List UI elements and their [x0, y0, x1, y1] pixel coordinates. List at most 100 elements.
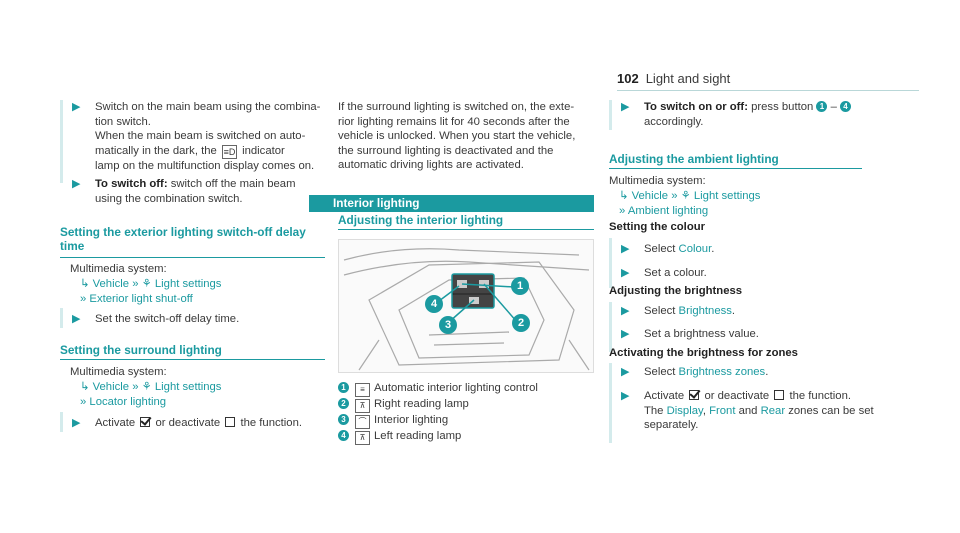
heading-line: time: [60, 239, 85, 253]
step-switch-off: To switch off: switch off the main beam …: [95, 177, 295, 206]
callout-number: 1: [511, 277, 529, 295]
step-arrow-icon: ▶: [72, 178, 81, 190]
section-banner-interior-lighting: Interior lighting: [309, 195, 594, 212]
menu-path: ↳ Vehicle » ⚘ Light settings: [80, 277, 221, 292]
return-arrow-icon: ↳: [80, 381, 90, 393]
link-exterior-shutoff[interactable]: Exterior light shut-off: [89, 293, 193, 305]
button-number: 4: [840, 101, 851, 112]
auto-light-icon: ≡: [355, 383, 370, 397]
menu-path: » Locator lighting: [80, 395, 166, 410]
subheading-colour: Setting the colour: [609, 221, 706, 233]
text-line: Switch on the main beam using the combin…: [95, 101, 321, 113]
link-brightness[interactable]: Brightness: [678, 305, 732, 317]
link-display[interactable]: Display: [666, 404, 703, 417]
heading-rule: [60, 359, 325, 360]
legend-text: Right reading lamp: [374, 398, 469, 410]
legend-item: 1≡Automatic interior lighting control: [338, 381, 598, 397]
link-vehicle[interactable]: Vehicle: [92, 381, 130, 393]
step-set-colour: Set a colour.: [644, 267, 707, 279]
light-settings-icon: ⚘: [141, 381, 152, 393]
heading-adjust-interior: Adjusting the interior lighting: [338, 213, 504, 227]
text-fragment: the function.: [240, 417, 302, 429]
double-chevron-icon: »: [671, 190, 681, 202]
double-chevron-icon: »: [132, 381, 142, 393]
text-fragment: matically in the dark, the: [95, 144, 217, 157]
step-arrow-icon: ▶: [621, 305, 630, 317]
reading-lamp-icon: ⊼: [355, 431, 370, 445]
text-fragment: –: [830, 101, 837, 113]
checkbox-empty-icon: [774, 390, 785, 400]
text-fragment: Select: [644, 305, 676, 317]
callout-number: 3: [439, 316, 457, 334]
menu-path: » Exterior light shut-off: [80, 292, 193, 307]
link-colour[interactable]: Colour: [678, 243, 712, 255]
text-fragment: Activate: [644, 390, 685, 402]
heading-rule: [60, 257, 325, 258]
link-rear[interactable]: Rear: [760, 404, 786, 417]
link-light-settings[interactable]: Light settings: [154, 278, 222, 290]
step-set-brightness: Set a brightness value.: [644, 328, 759, 340]
text-line: lamp on the multifunction display comes …: [95, 159, 315, 172]
link-brightness-zones[interactable]: Brightness zones: [678, 366, 766, 378]
link-vehicle[interactable]: Vehicle: [92, 278, 130, 290]
step-arrow-icon: ▶: [621, 267, 630, 279]
link-light-settings[interactable]: Light settings: [154, 381, 222, 393]
multimedia-label: Multimedia system:: [70, 366, 167, 378]
section-title: Light and sight: [645, 71, 731, 86]
menu-path: » Ambient lighting: [619, 204, 708, 219]
link-light-settings[interactable]: Light settings: [693, 190, 761, 202]
legend-item: 3⌒Interior lighting: [338, 413, 598, 429]
heading-line: Setting the exterior lighting switch-off…: [60, 225, 306, 239]
heading-rule: [338, 229, 594, 230]
text-fragment: switch off the main beam: [170, 178, 296, 190]
legend-number: 2: [338, 398, 349, 409]
subheading-zones: Activating the brightness for zones: [609, 347, 798, 359]
link-ambient-lighting[interactable]: Ambient lighting: [627, 205, 709, 217]
text-line: separately.: [644, 419, 699, 431]
link-front[interactable]: Front: [709, 404, 736, 417]
text-line: accordingly.: [644, 115, 704, 128]
heading-switch-off-delay: Setting the exterior lighting switch-off…: [60, 225, 325, 253]
double-chevron-icon: »: [132, 278, 142, 290]
checkbox-checked-icon: [689, 390, 700, 400]
step-arrow-icon: ▶: [72, 101, 81, 113]
text-line: When the main beam is switched on auto-: [95, 130, 306, 142]
link-locator-lighting[interactable]: Locator lighting: [89, 396, 167, 408]
legend-item: 4 ⊼ Left reading lamp: [338, 429, 598, 445]
column-2: If the surround lighting is switched on,…: [338, 100, 598, 173]
text-fragment: The: [644, 404, 664, 417]
step-arrow-icon: ▶: [621, 366, 630, 378]
legend-number: 4: [338, 430, 349, 441]
main-beam-indicator-icon: ≡D: [221, 144, 237, 159]
multimedia-label: Multimedia system:: [70, 263, 167, 275]
double-chevron-icon: »: [80, 396, 90, 408]
checkbox-checked-icon: [140, 417, 151, 427]
text-fragment: indicator: [242, 144, 285, 157]
step-set-delay: Set the switch-off delay time.: [95, 313, 240, 325]
text-fragment: Select: [644, 243, 676, 255]
step-bar: [609, 302, 612, 352]
reading-lamp-icon: ⊼: [355, 399, 370, 413]
text-fragment: zones can be set: [788, 404, 874, 417]
return-arrow-icon: ↳: [80, 278, 90, 290]
step-bar: [60, 100, 63, 183]
header-rule: [617, 90, 919, 91]
legend-number: 3: [338, 414, 349, 425]
double-chevron-icon: »: [80, 293, 90, 305]
text-line: vehicle is unlocked. When you start the …: [338, 130, 576, 142]
text-line: using the combination switch.: [95, 192, 243, 205]
step-activate-zones: Activate or deactivate the function. The…: [644, 390, 874, 431]
step-bar: [609, 238, 612, 288]
step-arrow-icon: ▶: [621, 101, 630, 113]
multimedia-label: Multimedia system:: [609, 175, 706, 187]
return-arrow-icon: ↳: [619, 190, 629, 202]
step-bar: [609, 363, 612, 443]
step-bar: [60, 412, 63, 432]
callout-3: 3: [439, 316, 457, 334]
interior-light-control-figure: 1 2 3 4: [338, 239, 594, 373]
legend-text: Interior lighting: [374, 414, 449, 426]
legend-text: Left reading lamp: [374, 430, 462, 442]
legend-number: 1: [338, 382, 349, 393]
link-vehicle[interactable]: Vehicle: [631, 190, 669, 202]
bold-label: To switch off:: [95, 178, 168, 190]
